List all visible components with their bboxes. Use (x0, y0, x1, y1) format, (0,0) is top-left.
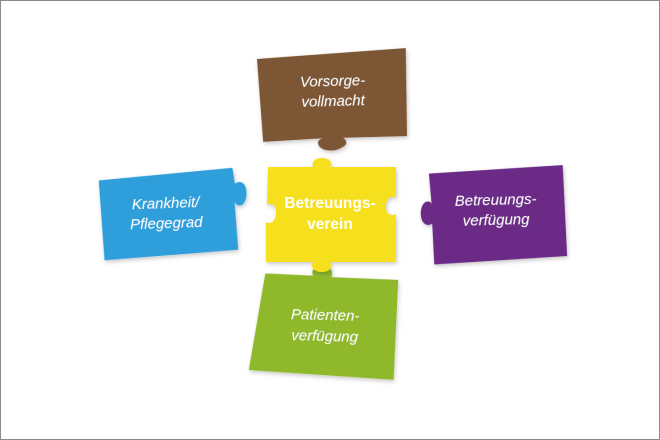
puzzle-piece-krankheit-pflegegrad: Krankheit/ Pflegegrad (98, 167, 247, 261)
vorsorgevollmacht-label-line2: vollmacht (301, 92, 366, 111)
betreuungsverfuegung-label-line1: Betreuungs- (455, 191, 537, 210)
puzzle-piece-betreuungsverfuegung-shape (420, 165, 568, 265)
krankheit-label-line1: Krankheit/ (132, 194, 202, 213)
puzzle-piece-patientenverfuegung: Patienten- verfügung (248, 265, 399, 380)
betreuungsverfuegung-label-line2: verfügung (463, 211, 531, 230)
puzzle-piece-krankheit-pflegegrad-shape (98, 167, 247, 261)
puzzle-piece-betreuungsverein: Betreuungs- verein (266, 158, 396, 272)
betreuungsverein-label-line1: Betreuungs- (284, 195, 375, 212)
puzzle-piece-patientenverfuegung-shape (248, 265, 399, 380)
puzzle-piece-betreuungsverein-shape (266, 158, 396, 272)
puzzle-piece-vorsorgevollmacht-shape (256, 48, 408, 151)
puzzle-piece-vorsorgevollmacht: Vorsorge- vollmacht (256, 48, 408, 151)
vorsorgevollmacht-label-line1: Vorsorge- (300, 72, 366, 91)
patientenverfuegung-label-line1: Patienten- (291, 306, 360, 325)
patientenverfuegung-label-line2: verfügung (291, 327, 359, 346)
betreuungsverein-label-line2: verein (307, 216, 353, 233)
puzzle-piece-betreuungsverfuegung: Betreuungs- verfügung (420, 165, 568, 265)
krankheit-label-line2: Pflegegrad (130, 214, 204, 234)
